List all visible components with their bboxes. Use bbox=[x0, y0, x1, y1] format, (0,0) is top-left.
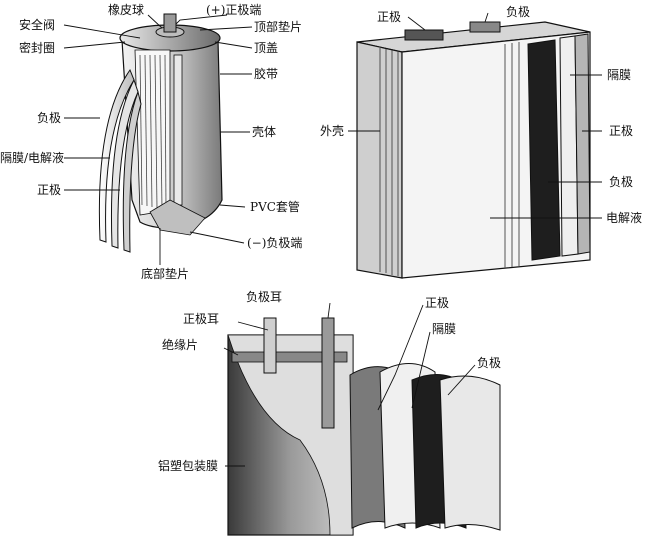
label-positive-top: 正极 bbox=[377, 10, 402, 24]
prismatic-right-layers bbox=[504, 42, 520, 268]
unrolled-electrodes bbox=[98, 68, 142, 253]
prismatic-left-layers bbox=[379, 48, 399, 276]
label-separator: 隔膜 bbox=[607, 68, 632, 82]
prismatic-cell bbox=[356, 21, 591, 279]
label-top-gasket: 顶部垫片 bbox=[254, 20, 303, 34]
label-negative-terminal: (−)负极端 bbox=[247, 236, 303, 250]
label-insulation: 绝缘片 bbox=[162, 338, 199, 352]
label-pvc-sleeve: PVC套管 bbox=[250, 200, 300, 214]
label-pouch-negative: 负极 bbox=[477, 356, 502, 370]
label-negative-top: 负极 bbox=[506, 5, 531, 19]
label-case: 壳体 bbox=[252, 125, 277, 139]
leader-lines bbox=[63, 12, 602, 467]
negative-terminal-block bbox=[469, 21, 501, 33]
label-negative-tab: 负极耳 bbox=[246, 290, 283, 304]
cylindrical-cell bbox=[98, 13, 223, 253]
label-prismatic-positive: 正极 bbox=[609, 124, 634, 138]
insulation-strip bbox=[231, 351, 348, 363]
label-positive-terminal: (+)正极端 bbox=[206, 3, 262, 17]
label-positive-tab: 正极耳 bbox=[183, 312, 220, 326]
negative-tab bbox=[321, 317, 335, 429]
center-pin bbox=[173, 54, 183, 206]
negative-sheet bbox=[527, 39, 561, 261]
positive-sheet bbox=[574, 33, 591, 255]
label-rubber-ball: 橡皮球 bbox=[108, 3, 145, 17]
label-pouch-positive: 正极 bbox=[425, 296, 450, 310]
label-negative: 负极 bbox=[37, 111, 62, 125]
label-prismatic-negative: 负极 bbox=[609, 175, 634, 189]
label-aluminum-plastic-film: 铝塑包装膜 bbox=[158, 459, 219, 473]
label-pouch-separator: 隔膜 bbox=[432, 322, 457, 336]
label-bottom-gasket: 底部垫片 bbox=[141, 267, 190, 281]
label-shell: 外壳 bbox=[320, 124, 345, 138]
pouch-outer-layer bbox=[439, 375, 501, 531]
terminal-post bbox=[163, 13, 177, 33]
label-positive: 正极 bbox=[37, 183, 62, 197]
bottom-cut bbox=[149, 199, 206, 236]
pouch-cell bbox=[227, 317, 501, 536]
label-seal-ring: 密封圈 bbox=[19, 41, 56, 55]
positive-tab bbox=[263, 317, 277, 374]
prismatic-front bbox=[356, 41, 403, 279]
label-separator-electrolyte: 隔膜/电解液 bbox=[0, 151, 65, 165]
label-top-cap: 顶盖 bbox=[254, 41, 279, 55]
roll-layers bbox=[139, 54, 167, 210]
label-electrolyte: 电解液 bbox=[606, 211, 643, 225]
positive-terminal-block bbox=[404, 29, 444, 41]
label-safety-valve: 安全阀 bbox=[19, 18, 56, 32]
label-tape: 胶带 bbox=[254, 67, 279, 81]
